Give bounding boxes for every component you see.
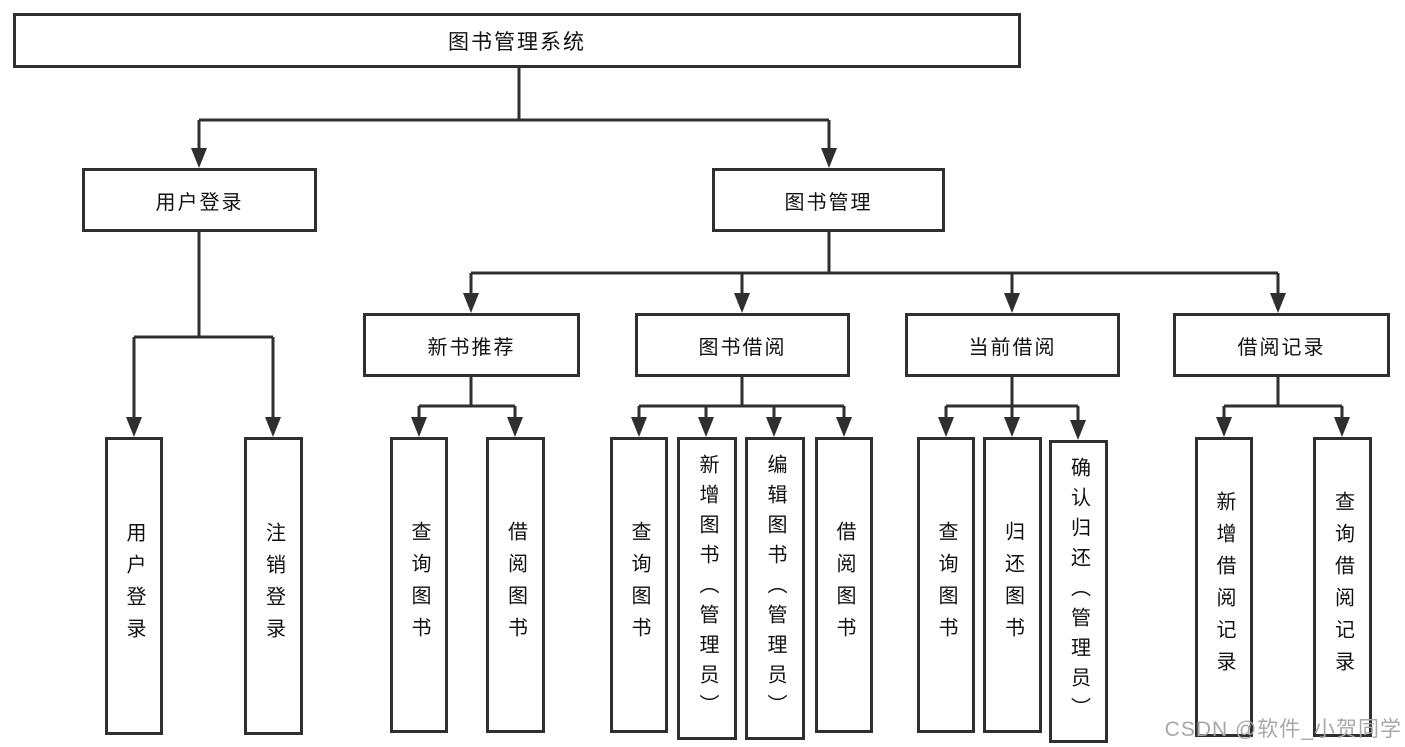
node-label: 借阅图书 [833, 521, 855, 649]
node-library-management-system: 图书管理系统 [13, 13, 1021, 68]
node-label: 归还图书 [1001, 521, 1024, 649]
node-book-borrow: 图书借阅 [635, 313, 850, 377]
node-book-management: 图书管理 [712, 168, 945, 232]
node-add-borrow-record: 新增借阅记录 [1195, 437, 1253, 737]
node-label: 查询图书 [935, 521, 957, 649]
watermark: CSDN @软件_小贺同学 [1164, 718, 1402, 741]
node-return-books: 归还图书 [983, 437, 1042, 733]
node-add-books-admin: 新增图书（管理员） [677, 437, 737, 740]
node-current-borrow: 当前借阅 [905, 313, 1120, 377]
node-user-login: 用户登录 [82, 168, 317, 232]
node-user-login-leaf: 用户登录 [105, 437, 163, 735]
node-logout: 注销登录 [244, 437, 303, 735]
node-borrow-books-recommend: 借阅图书 [486, 437, 545, 733]
node-label: 查询借阅记录 [1331, 491, 1354, 683]
node-label: 查询图书 [408, 521, 430, 649]
node-new-book-recommend: 新书推荐 [363, 313, 580, 377]
node-query-borrow-record: 查询借阅记录 [1313, 437, 1372, 737]
node-query-books-current: 查询图书 [917, 437, 975, 733]
node-label: 编辑图书（管理员） [764, 453, 786, 724]
node-label: 新增借阅记录 [1213, 491, 1235, 683]
node-query-books-borrow: 查询图书 [610, 437, 668, 733]
node-borrow-books-leaf: 借阅图书 [815, 437, 873, 733]
node-label: 用户登录 [123, 522, 145, 650]
node-borrow-records: 借阅记录 [1173, 313, 1390, 377]
node-label: 查询图书 [628, 521, 650, 649]
node-label: 注销登录 [262, 522, 285, 650]
arrowheads [126, 148, 1350, 440]
node-query-books-recommend: 查询图书 [390, 437, 448, 733]
node-edit-books-admin: 编辑图书（管理员） [745, 437, 805, 740]
node-confirm-return-admin: 确认归还（管理员） [1049, 440, 1108, 743]
node-label: 借阅图书 [504, 521, 527, 649]
node-label: 新增图书（管理员） [696, 453, 718, 724]
node-label: 确认归还（管理员） [1067, 456, 1090, 727]
